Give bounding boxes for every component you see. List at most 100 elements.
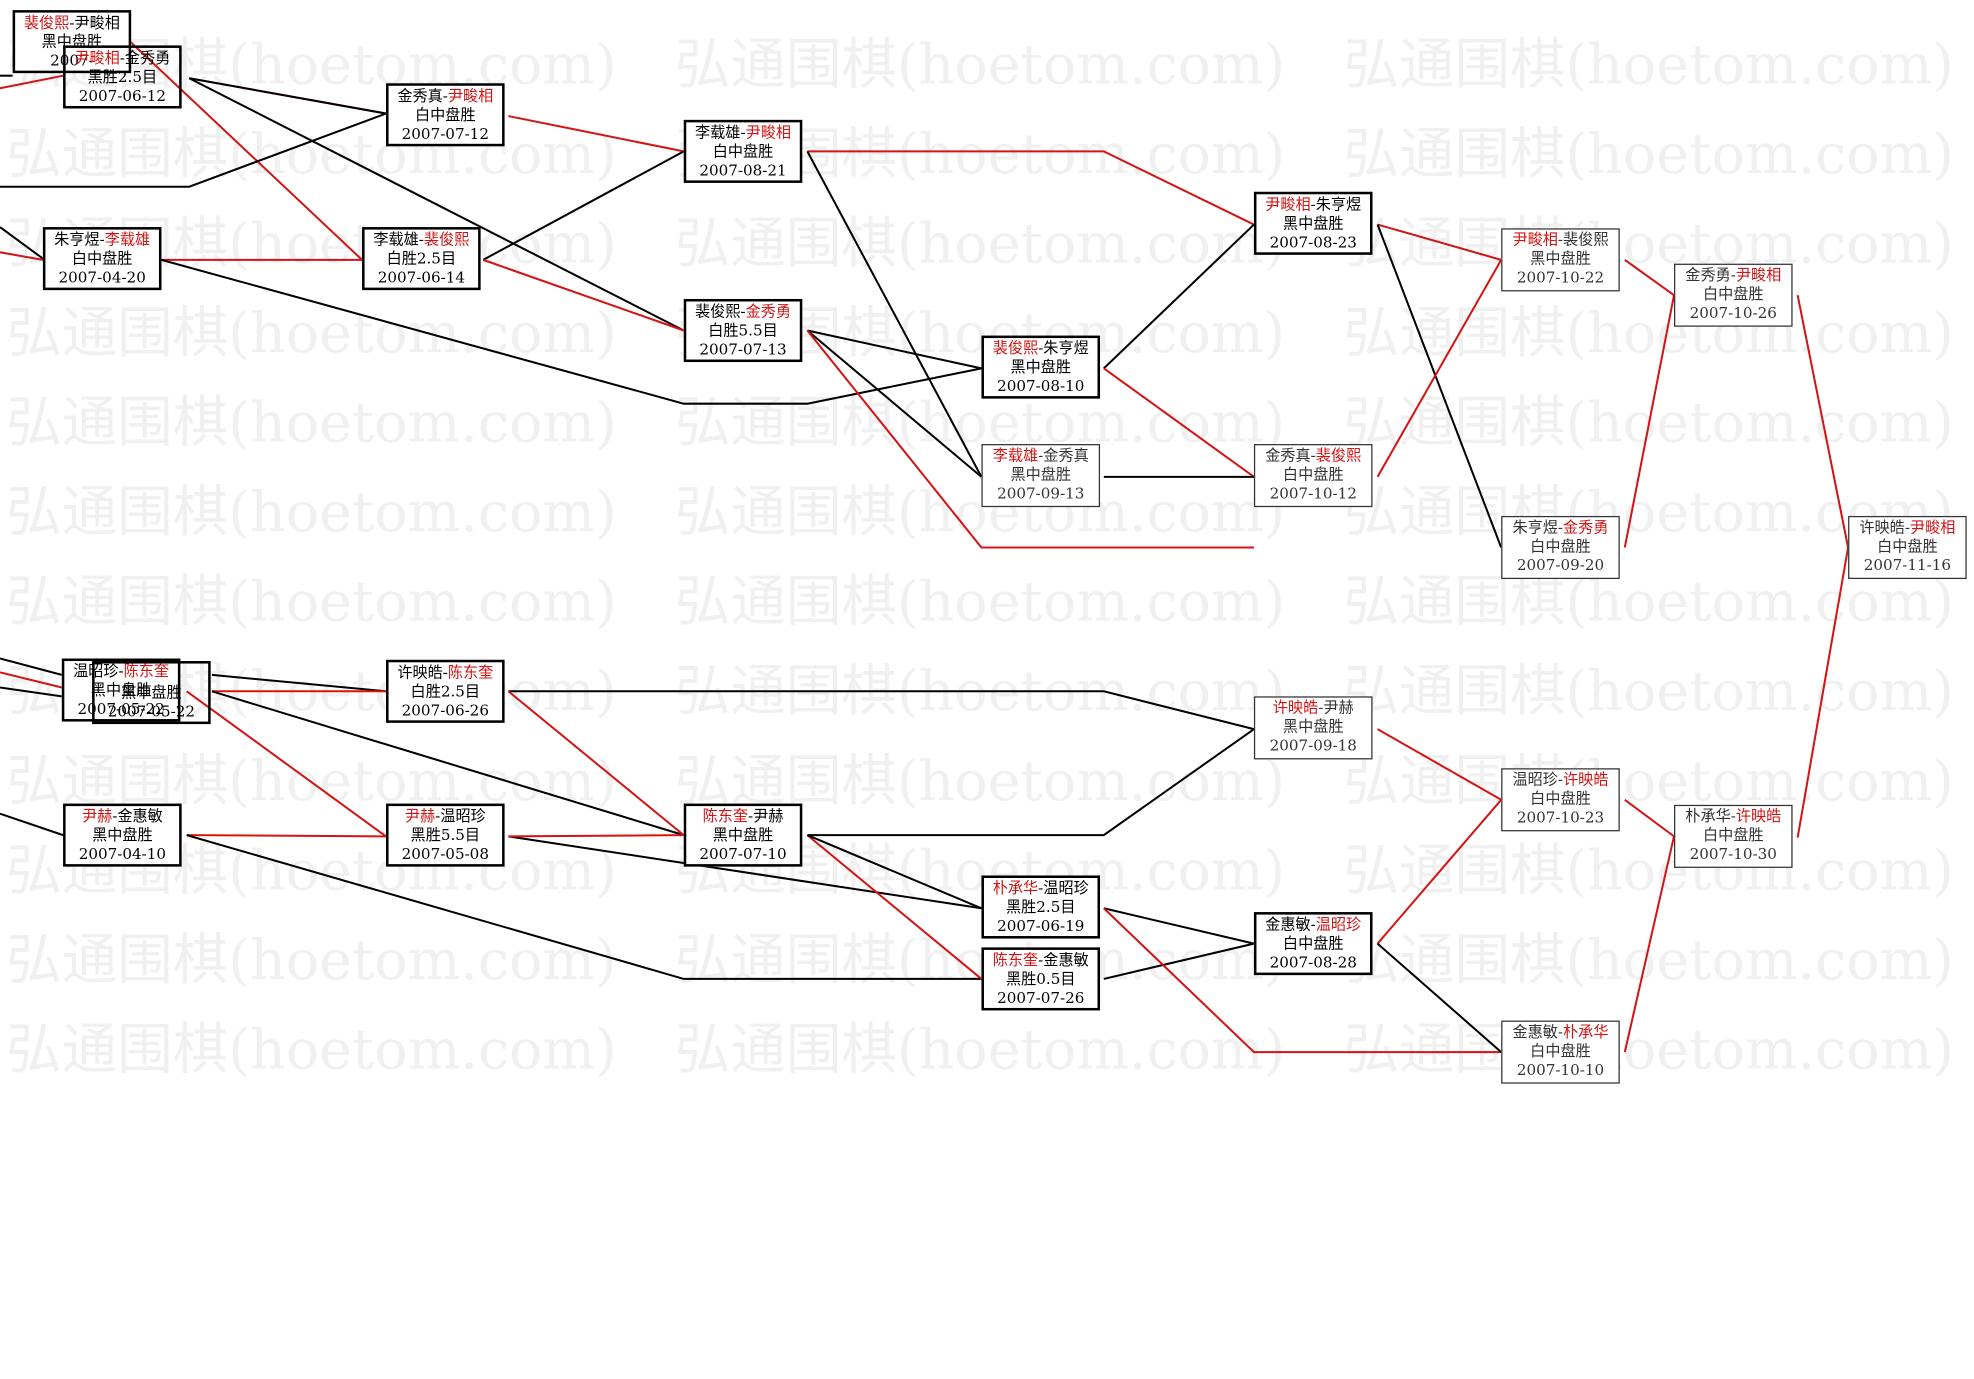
winner-path-line xyxy=(1376,259,1503,478)
watermark-text: 弘通围棋(hoetom.com) xyxy=(1343,928,1953,993)
watermark-text: 弘通围棋(hoetom.com) xyxy=(1343,32,1953,97)
watermark-text: 弘通围棋(hoetom.com) xyxy=(1343,122,1953,187)
winner-path-line xyxy=(0,74,64,90)
matchup-line: 尹赫-金惠敏 xyxy=(66,807,180,826)
bracket-line xyxy=(482,150,685,261)
game-date: 2007-07-13 xyxy=(699,340,787,359)
black-player-name: 温昭珍 xyxy=(73,662,119,680)
game-result: 黑中盘胜 xyxy=(92,826,153,844)
white-player-name: 金惠敏 xyxy=(117,807,163,826)
matchup-line: 尹畯相-朱亨煜 xyxy=(1256,196,1370,215)
bracket-line xyxy=(188,77,685,332)
winner-path-line xyxy=(1624,798,1675,838)
game-result: 白中盘胜 xyxy=(1703,826,1764,844)
dash: - xyxy=(1038,879,1044,897)
matchup-line: 尹畯相-裴俊熙 xyxy=(1502,231,1618,250)
watermark-text: 弘通围棋(hoetom.com) xyxy=(1343,301,1953,366)
game-date: 2007-05-22 xyxy=(77,700,165,718)
game-date: 2007-04-20 xyxy=(58,268,146,287)
winner-path-line xyxy=(507,690,685,836)
dash: - xyxy=(1557,230,1564,249)
matchup-line: 陈东奎-金惠敏 xyxy=(984,951,1098,970)
white-player-name: 尹畯相 xyxy=(1735,266,1782,284)
white-player-name: 裴俊熙 xyxy=(423,230,470,249)
winner-path-line xyxy=(1377,728,1502,801)
game-date: 2007-10-10 xyxy=(1516,1060,1605,1079)
black-player-name: 许映皓 xyxy=(397,663,443,682)
game-date: 2007-06-14 xyxy=(377,268,465,287)
bracket-line xyxy=(0,686,62,698)
winner-path-line xyxy=(806,834,983,980)
black-player-name: 金秀真 xyxy=(397,87,443,105)
matchup-line: 李载雄-金秀真 xyxy=(983,447,1099,466)
game-date: 2007-09-18 xyxy=(1269,736,1357,755)
game-date: 2007-05-22 xyxy=(107,702,196,721)
dash: - xyxy=(1310,915,1316,934)
winner-path-line xyxy=(807,150,1255,226)
matchup-line: 尹赫-温昭珍 xyxy=(389,807,503,826)
watermark-text: 弘通围棋(hoetom.com) xyxy=(1343,838,1953,903)
dash: - xyxy=(435,807,441,826)
bracket-line xyxy=(1103,907,1255,945)
bracket-line xyxy=(807,329,982,370)
black-player-name: 许映皓 xyxy=(1859,518,1905,537)
bracket-line xyxy=(189,77,387,115)
white-player-name: 陈东奎 xyxy=(123,662,170,680)
game-result: 白中盘胜 xyxy=(1877,537,1938,556)
white-player-name: 李载雄 xyxy=(104,230,151,249)
white-player-name: 温昭珍 xyxy=(440,807,486,826)
bracket-line xyxy=(508,690,1255,731)
dash: - xyxy=(119,49,125,67)
game-date: 2007-10-22 xyxy=(1516,268,1605,287)
black-player-name: 朴承华 xyxy=(1685,807,1731,826)
dash: - xyxy=(442,87,448,105)
winner-path-line xyxy=(1377,223,1502,261)
game-date: 2007-07-26 xyxy=(997,989,1085,1007)
matchup-line: 许映皓-陈东奎 xyxy=(389,664,503,683)
dash: - xyxy=(118,662,124,680)
white-player-name: 温昭珍 xyxy=(1315,915,1362,934)
bracket-line xyxy=(0,226,44,260)
dash: - xyxy=(1318,698,1324,717)
white-player-name: 金惠敏 xyxy=(1043,951,1089,969)
game-result: 黑胜2.5目 xyxy=(87,68,158,86)
game-date: 2007-04-10 xyxy=(78,845,167,863)
game-date: 2007-11-16 xyxy=(1863,556,1952,574)
dash: - xyxy=(1557,770,1564,789)
white-player-name: 金秀真 xyxy=(1043,446,1089,465)
game-date: 2007-06-19 xyxy=(997,917,1085,935)
matchup-line: 朴承华-温昭珍 xyxy=(984,879,1098,898)
winner-path-line xyxy=(1103,907,1502,1054)
watermark-text: 弘通围棋(hoetom.com) xyxy=(675,570,1285,635)
bracket-line xyxy=(1376,942,1502,1053)
game-result: 白中盘胜 xyxy=(712,142,774,161)
watermark-text: 弘通围棋(hoetom.com) xyxy=(675,32,1285,97)
